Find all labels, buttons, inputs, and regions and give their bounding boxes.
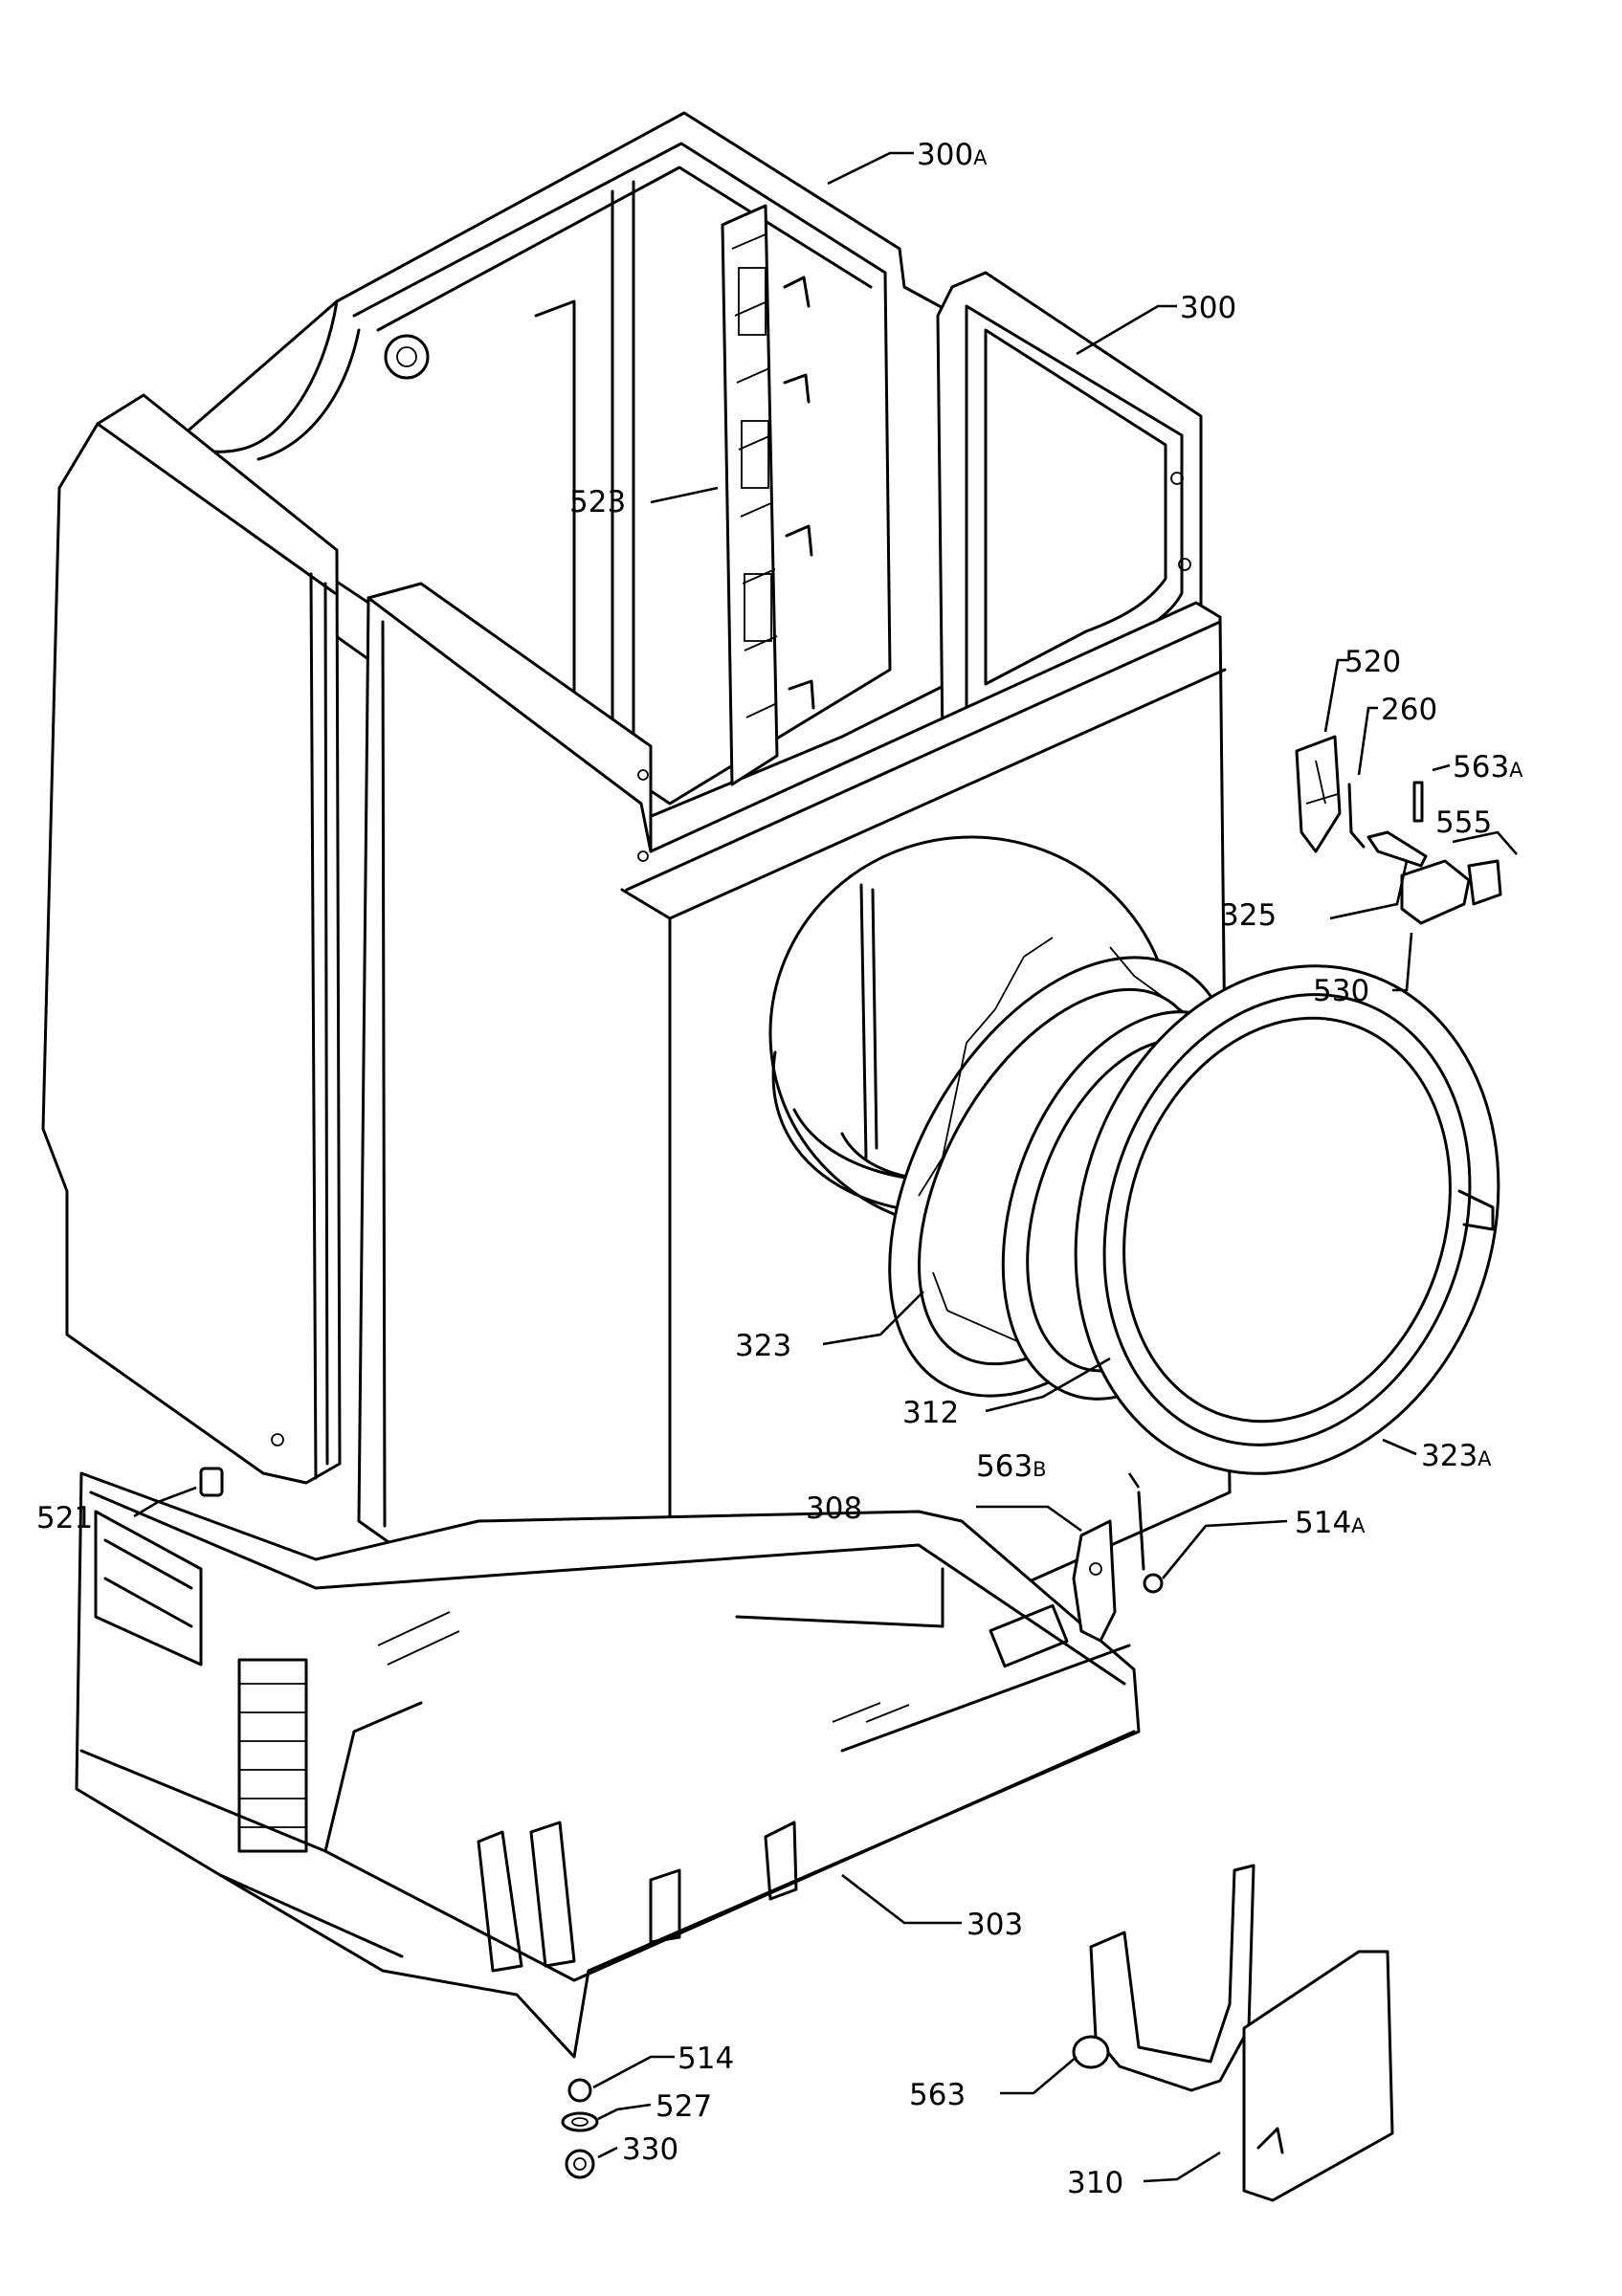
callout-563b: 563B [976,1449,1047,1484]
service-hatch [1072,1864,1394,2202]
callout-521: 521 [36,1501,93,1535]
small-parts [199,1467,1164,2179]
callout-325: 325 [1220,898,1277,933]
callout-300: 300 [1180,291,1236,325]
callout-310: 310 [1067,2166,1123,2200]
part-530 [1400,859,1471,925]
callout-530: 530 [1313,974,1369,1008]
part-308 [1072,1519,1117,1643]
callout-527: 527 [655,2089,712,2124]
left-side-panel [41,393,342,1485]
part-330 [565,2149,595,2179]
part-310 [1242,1950,1394,2202]
callout-303: 303 [967,1908,1023,1942]
callout-330: 330 [622,2132,678,2167]
part-521 [199,1467,224,1497]
part-514a [1143,1573,1164,1594]
part-563b [1137,1490,1145,1571]
part-527 [561,2111,599,2132]
callout-labels: 300A 300 523 520 260 563A 555 325 530 32… [36,138,1523,2200]
part-325 [1366,830,1428,868]
callout-323: 323 [735,1329,791,1363]
callout-555: 555 [1435,806,1492,840]
callout-514: 514 [678,2042,734,2076]
part-563a [1412,781,1424,823]
callout-300a: 300A [917,138,988,172]
part-514 [567,2078,592,2103]
callout-308: 308 [806,1491,862,1526]
rear-panel-insert [721,204,815,786]
callout-520: 520 [1344,645,1401,679]
base-frame [75,1471,1141,2059]
callout-260: 260 [1381,693,1437,727]
part-520 [1295,735,1342,853]
door-frame [1074,964,1500,1475]
part-260 [1347,783,1366,849]
callout-312: 312 [902,1396,959,1430]
callout-523: 523 [569,485,626,519]
door-lock-assembly [1295,735,1502,925]
leader-lines [133,151,1518,2183]
callout-563: 563 [909,2078,966,2112]
part-555 [1467,859,1502,906]
callout-514a: 514A [1295,1506,1366,1540]
callout-323a: 323A [1421,1439,1492,1473]
callout-563a: 563A [1453,750,1523,784]
part-563 [1072,2035,1110,2069]
